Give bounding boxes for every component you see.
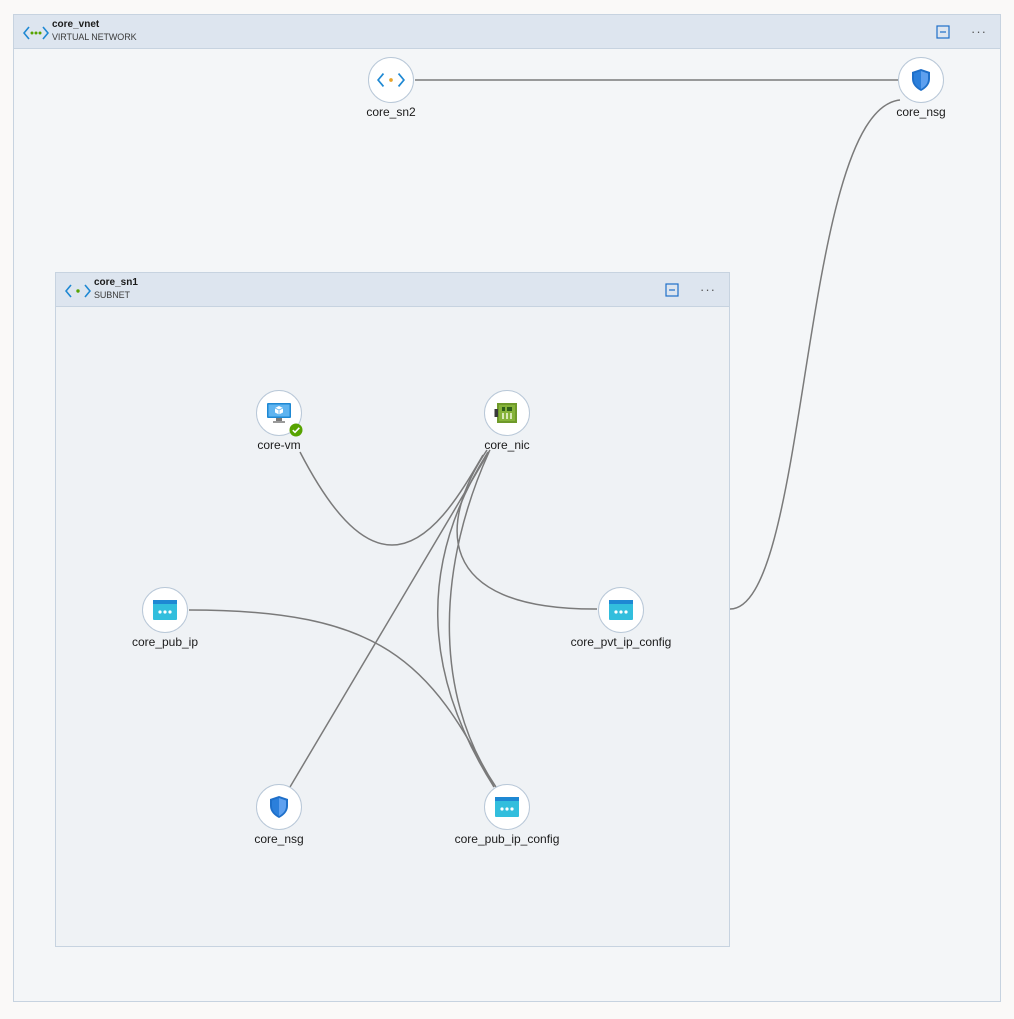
node-core-pub-ip-config[interactable]	[484, 784, 530, 830]
node-core-sn2[interactable]	[368, 57, 414, 103]
vnet-name: core_vnet	[52, 19, 100, 30]
node-label-core-nsg: core_nsg	[254, 832, 304, 846]
subnet-name: core_sn1	[94, 277, 138, 288]
node-core-vm[interactable]	[256, 390, 303, 437]
subnet-collapse-button[interactable]	[663, 281, 681, 299]
node-core-nsg-top[interactable]	[898, 57, 944, 103]
network-interface-icon	[494, 403, 517, 423]
network-security-group-icon	[912, 69, 930, 91]
collapse-icon	[936, 25, 950, 39]
virtual-machine-icon	[267, 403, 291, 423]
vnet-collapse-button[interactable]	[934, 23, 952, 41]
node-label-core-sn2: core_sn2	[366, 105, 416, 119]
network-security-group-icon	[270, 796, 288, 818]
node-label-core-pub-ip: core_pub_ip	[131, 635, 199, 649]
node-label-core-pvt-ip-config: core_pvt_ip_config	[570, 635, 672, 649]
ip-configuration-icon	[495, 797, 519, 817]
subnet-header: core_sn1 SUBNET ···	[56, 273, 729, 307]
node-core-nic[interactable]	[484, 390, 530, 436]
subnet-icon	[377, 72, 405, 88]
node-core-pub-ip[interactable]	[142, 587, 188, 633]
node-label-core-nsg-top: core_nsg	[896, 105, 946, 119]
node-label-core-pub-ip-config: core_pub_ip_config	[454, 832, 560, 846]
node-core-nsg[interactable]	[256, 784, 302, 830]
subnet-type: SUBNET	[94, 290, 130, 300]
node-label-core-nic: core_nic	[484, 438, 530, 452]
collapse-icon	[665, 283, 679, 297]
node-core-pvt-ip-config[interactable]	[598, 587, 644, 633]
ip-configuration-icon	[609, 600, 633, 620]
subnet-more-button[interactable]: ···	[700, 282, 716, 297]
vnet-header: core_vnet VIRTUAL NETWORK ···	[14, 15, 1000, 49]
virtual-network-icon	[23, 26, 49, 40]
vnet-more-button[interactable]: ···	[971, 24, 987, 39]
subnet-icon	[65, 284, 91, 298]
vnet-type: VIRTUAL NETWORK	[52, 32, 137, 42]
check-circle-icon	[289, 423, 303, 437]
public-ip-icon	[153, 600, 177, 620]
node-label-core-vm: core-vm	[257, 438, 301, 452]
